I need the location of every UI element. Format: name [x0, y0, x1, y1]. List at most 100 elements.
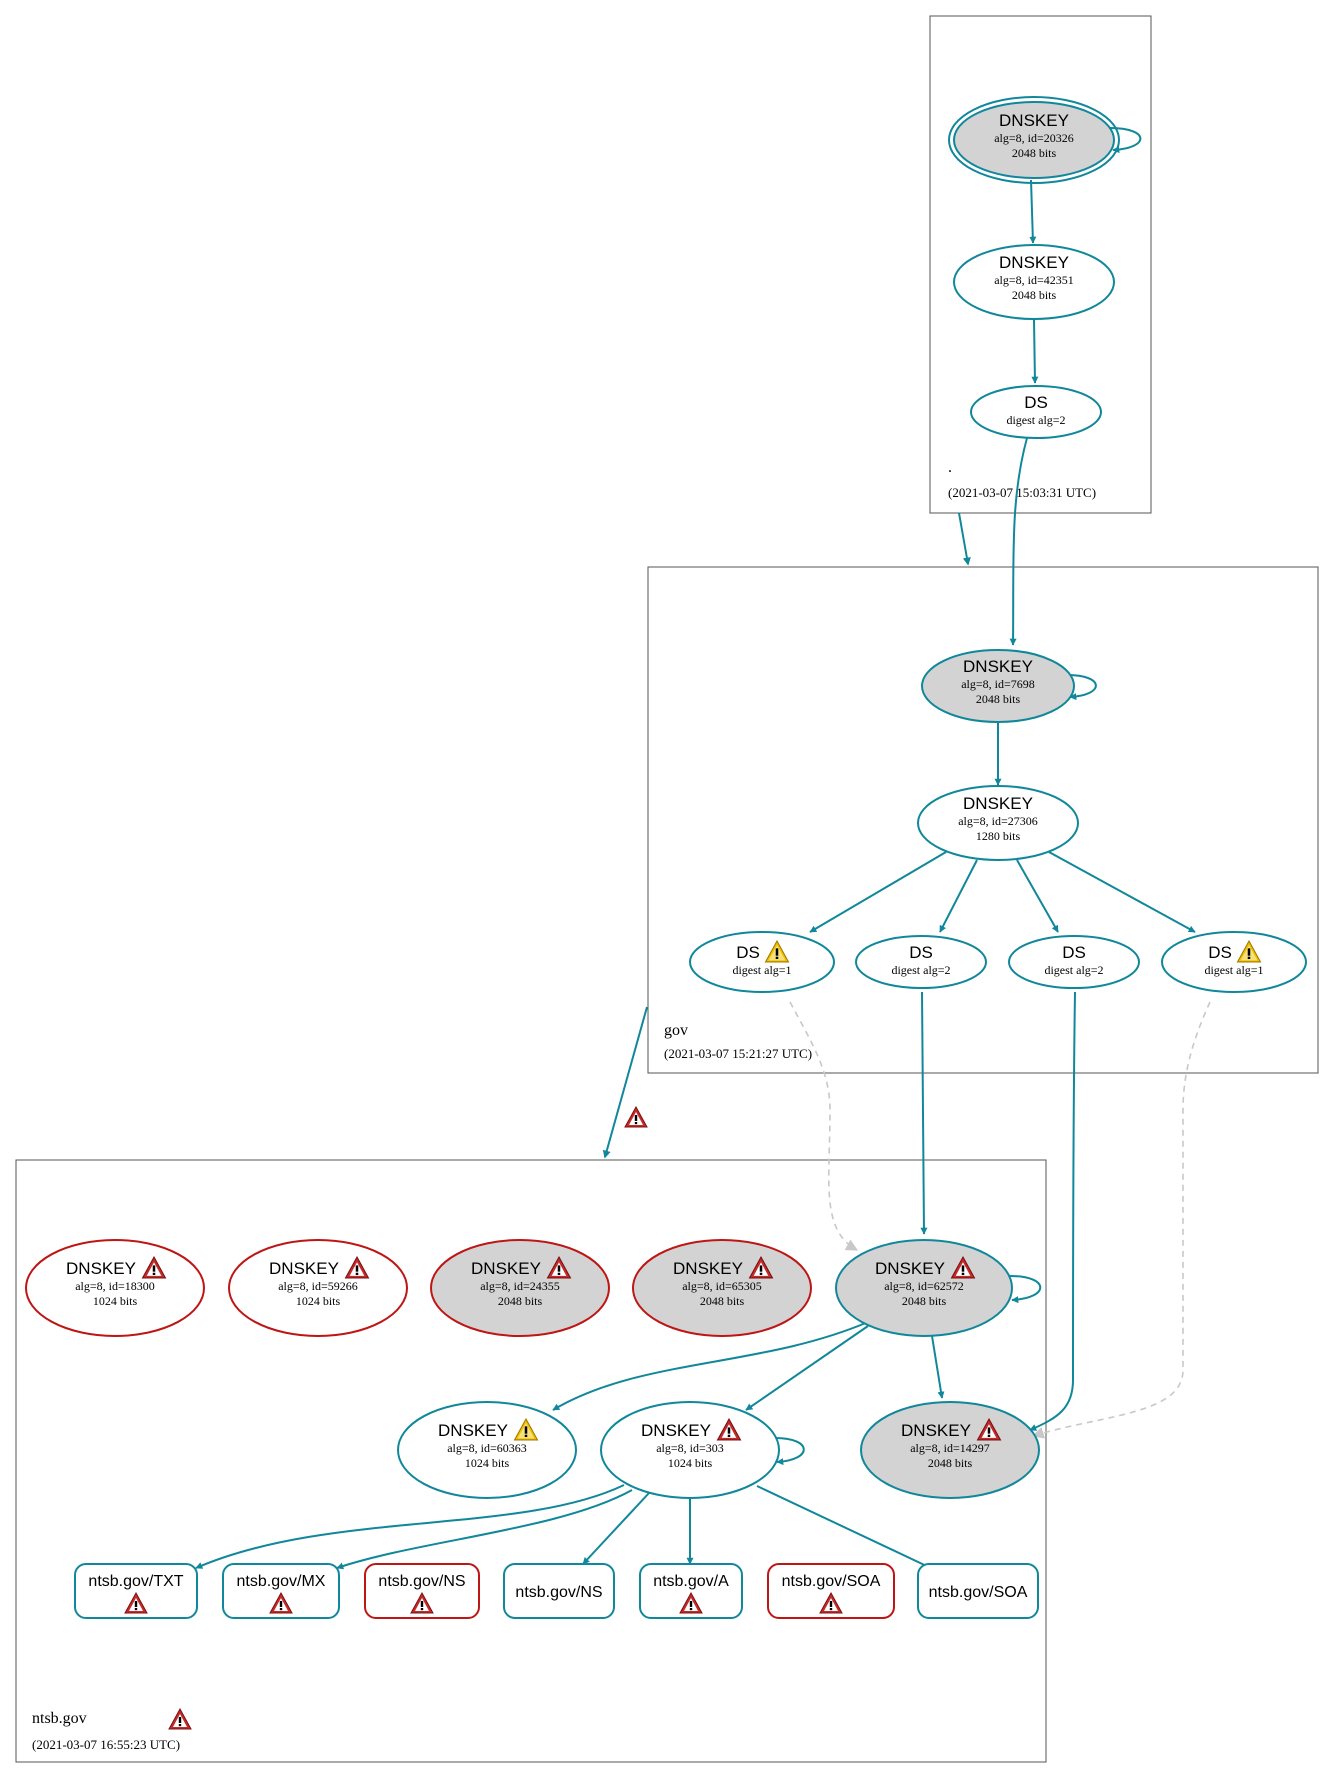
node-shape: [835, 1239, 1013, 1337]
zone-root-timestamp: (2021-03-07 15:03:31 UTC): [948, 485, 1096, 500]
node-title: DNSKEY: [875, 1259, 945, 1278]
node-key-bits: 2048 bits: [1012, 146, 1057, 160]
node-shape: [855, 935, 987, 989]
node-key-bits: 2048 bits: [902, 1294, 947, 1308]
node-digest-alg: digest alg=2: [1006, 413, 1065, 427]
node-key-bits: 1024 bits: [296, 1294, 341, 1308]
node-title: DNSKEY: [963, 794, 1033, 813]
node-alg-id: alg=8, id=20326: [994, 131, 1074, 145]
rrset-soa-bogus[interactable]: ntsb.gov/SOA: [767, 1563, 895, 1619]
rrset-label: ntsb.gov/TXT: [88, 1573, 183, 1590]
edge-gov-zsk-to-ds2: [939, 859, 978, 933]
edge-gov-ds2-to-k62572: [920, 991, 928, 1235]
rrset-box: [222, 1563, 340, 1619]
rrset-txt[interactable]: ntsb.gov/TXT: [74, 1563, 198, 1619]
rrset-label: ntsb.gov/SOA: [782, 1573, 881, 1590]
node-shape: [953, 101, 1115, 179]
node-title: DS: [736, 943, 760, 962]
node-title: DNSKEY: [673, 1259, 743, 1278]
edge-root-ds-to-gov-ksk: [1009, 437, 1028, 646]
selfloop-gov-ksk: [1066, 674, 1097, 701]
zone-root-box: [929, 15, 1152, 514]
node-alg-id: alg=8, id=7698: [961, 677, 1035, 691]
edge-gov-ds3-to-k14297: [1029, 991, 1076, 1431]
node-shape: [1161, 931, 1307, 993]
node-title: DS: [1062, 943, 1086, 962]
node-alg-id: alg=8, id=60363: [447, 1441, 527, 1455]
zone-ntsb-name: ntsb.gov: [32, 1710, 87, 1727]
selfloop-k303: [774, 1437, 805, 1466]
node-alg-id: alg=8, id=65305: [682, 1279, 762, 1293]
node-digest-alg: digest alg=1: [1204, 963, 1263, 977]
node-shape: [970, 385, 1102, 439]
node-key-bits: 2048 bits: [976, 692, 1021, 706]
zone-ntsb: ntsb.gov (2021-03-07 16:55:23 UTC): [15, 1159, 1047, 1763]
zone-ntsb-timestamp: (2021-03-07 16:55:23 UTC): [32, 1737, 180, 1752]
node-digest-alg: digest alg=2: [891, 963, 950, 977]
node-title: DNSKEY: [269, 1259, 339, 1278]
zone-gov-name: gov: [664, 1022, 688, 1039]
rrset-box: [639, 1563, 743, 1619]
node-shape: [1008, 935, 1140, 989]
node-alg-id: alg=8, id=14297: [910, 1441, 990, 1455]
node-title: DNSKEY: [66, 1259, 136, 1278]
node-key-bits: 1024 bits: [93, 1294, 138, 1308]
rrset-box: [364, 1563, 480, 1619]
selfloop-root-ksk: [1109, 127, 1142, 154]
zone-gov: gov (2021-03-07 15:21:27 UTC): [647, 566, 1319, 1074]
zone-ntsb-box: [15, 1159, 1047, 1763]
node-shape: [600, 1401, 780, 1499]
zone-root: . (2021-03-07 15:03:31 UTC): [929, 15, 1152, 514]
node-shape: [860, 1401, 1040, 1499]
rrset-ns[interactable]: ntsb.gov/NS: [503, 1563, 615, 1619]
edge-k303-to-mx: [336, 1489, 633, 1570]
rrset-label: ntsb.gov/NS: [515, 1584, 602, 1601]
zone-gov-timestamp: (2021-03-07 15:21:27 UTC): [664, 1046, 812, 1061]
node-title: DS: [1024, 393, 1048, 412]
rrset-box: [767, 1563, 895, 1619]
edge-root-ksk-to-zsk: [1029, 179, 1037, 244]
node-title: DNSKEY: [471, 1259, 541, 1278]
node-title: DNSKEY: [999, 111, 1069, 130]
trust-anchor-ring: [948, 96, 1120, 184]
rrset-a[interactable]: ntsb.gov/A: [639, 1563, 743, 1619]
node-key-bits: 2048 bits: [700, 1294, 745, 1308]
rrset-ns-bogus[interactable]: ntsb.gov/NS: [364, 1563, 480, 1619]
node-alg-id: alg=8, id=303: [656, 1441, 724, 1455]
zone-ntsb-error-icon: [168, 1708, 192, 1730]
edges-secure: [195, 179, 1196, 1571]
zone-root-name: .: [948, 459, 952, 476]
node-shape: [397, 1401, 577, 1499]
rrset-soa[interactable]: ntsb.gov/SOA: [917, 1563, 1039, 1619]
selfloop-k62572: [1009, 1275, 1042, 1304]
node-key-bits: 2048 bits: [1012, 288, 1057, 302]
rrset-label: ntsb.gov/A: [653, 1573, 729, 1590]
node-key-bits: 2048 bits: [498, 1294, 543, 1308]
node-key-bits: 2048 bits: [928, 1456, 973, 1470]
edge-k62572-to-k14297: [931, 1335, 945, 1399]
rrset-mx[interactable]: ntsb.gov/MX: [222, 1563, 340, 1619]
node-shape: [430, 1239, 610, 1337]
node-title: DNSKEY: [963, 657, 1033, 676]
node-title: DNSKEY: [438, 1421, 508, 1440]
node-title: DS: [1208, 943, 1232, 962]
